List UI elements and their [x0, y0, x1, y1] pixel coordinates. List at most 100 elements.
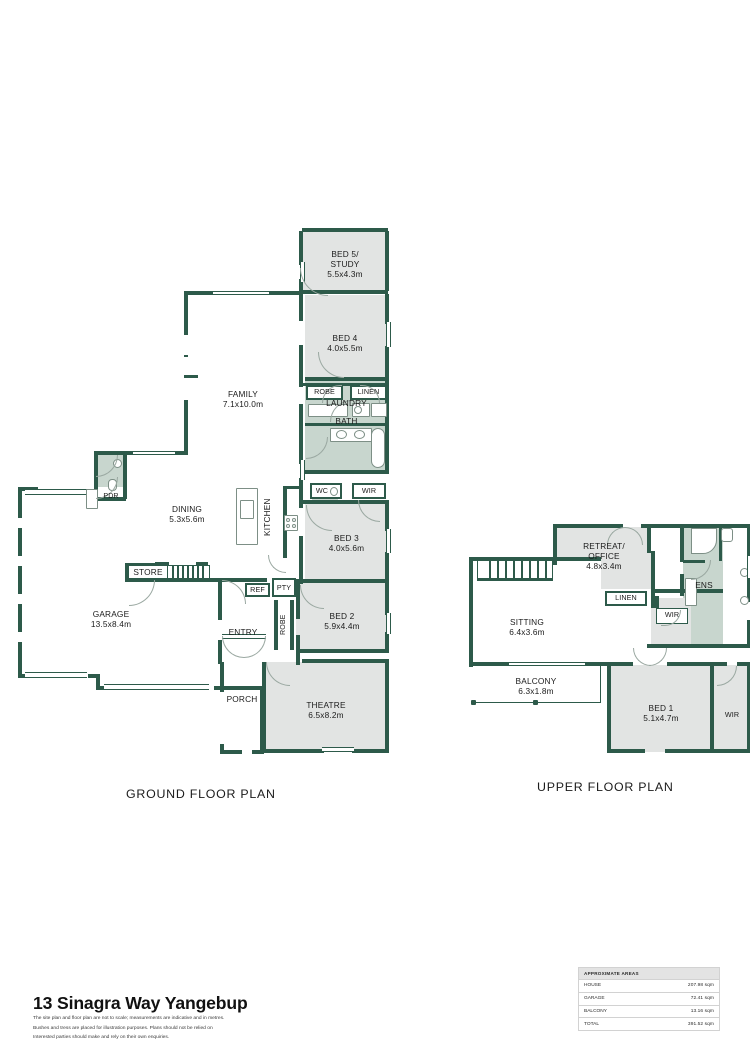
wall [218, 578, 222, 620]
window [747, 556, 750, 578]
wall [252, 750, 264, 754]
wall [651, 596, 659, 608]
ground-floor-plan: BED 5/ STUDY 5.5x4.3m BED 4 4.0x5.5m ROB… [0, 0, 420, 780]
wall [607, 662, 611, 752]
washer-drum-icon [354, 406, 362, 414]
wall [123, 451, 127, 499]
areas-table-header: APPROXIMATE AREAS [579, 968, 719, 980]
wall [477, 558, 553, 561]
wall [737, 662, 750, 666]
window [386, 529, 391, 553]
wall [220, 744, 224, 754]
wall [302, 659, 389, 663]
wall [385, 346, 389, 381]
wall [18, 528, 22, 556]
door-swing [649, 648, 667, 666]
wall [680, 574, 684, 596]
area-value: 391.52 sqm [687, 1021, 714, 1027]
wall [302, 228, 388, 232]
room-balcony [471, 665, 601, 703]
label-robe-2: ROBE [279, 614, 287, 636]
stair-tread [177, 565, 179, 579]
room-garage [20, 487, 220, 677]
wall [184, 400, 188, 455]
wall [299, 404, 303, 464]
wall [184, 375, 198, 378]
wall [214, 686, 222, 690]
caption-ground-floor: GROUND FLOOR PLAN [126, 787, 276, 801]
cooktop-icon [240, 500, 254, 519]
stair-tread [202, 565, 204, 579]
disclaimer-line-2: Bushes and tress are placed for illustra… [33, 1025, 213, 1031]
wall [299, 345, 303, 387]
area-label: HOUSE [584, 983, 602, 989]
area-value: 13.16 sqm [690, 1008, 714, 1014]
wall [184, 291, 188, 335]
wall [264, 749, 324, 753]
pty-box [272, 578, 296, 597]
wall [477, 578, 553, 581]
balcony-edge [471, 702, 601, 703]
toilet-icon [330, 487, 338, 496]
window [25, 672, 87, 678]
wall [747, 620, 750, 648]
table-row: HOUSE 207.98 sqm [579, 980, 719, 993]
wall [222, 686, 264, 690]
ref-box [245, 583, 270, 597]
wall [710, 665, 714, 753]
wall [683, 644, 750, 648]
bathtub-icon [371, 428, 385, 468]
wall [665, 749, 750, 753]
wall [469, 662, 509, 666]
approximate-areas-table: APPROXIMATE AREAS HOUSE 207.98 sqm GARAG… [578, 967, 720, 1032]
wall [220, 662, 224, 692]
wall [385, 583, 389, 615]
wall [607, 662, 633, 666]
wall [96, 497, 126, 501]
wall [18, 566, 22, 594]
wall [262, 662, 266, 752]
area-value: 72.41 sqm [690, 996, 714, 1002]
wall [215, 578, 267, 582]
room-bed1 [610, 665, 720, 752]
upper-floor-plan: RETREAT/ OFFICE 4.8x3.4m SITTING 6.4x3.6… [455, 0, 750, 780]
burner-icon [292, 518, 296, 522]
basin-icon [354, 430, 365, 439]
wall [469, 557, 473, 667]
balcony-edge [600, 666, 601, 702]
window [386, 613, 391, 634]
wall [747, 578, 750, 602]
wall [747, 527, 750, 557]
wall [303, 500, 389, 504]
wall [305, 423, 389, 426]
area-label: TOTAL [584, 1021, 600, 1027]
window [25, 489, 87, 495]
area-value: 207.98 sqm [687, 983, 714, 989]
shower-base [685, 578, 697, 606]
wall [651, 551, 655, 599]
area-label: BALCONY [584, 1008, 607, 1014]
table-row: BALCONY 13.16 sqm [579, 1006, 719, 1019]
wall [680, 527, 684, 562]
wall [220, 750, 242, 754]
stair-tread [537, 560, 539, 580]
stair-tread [182, 565, 184, 579]
wall [385, 662, 389, 752]
burner-icon [292, 524, 296, 528]
wall [299, 478, 303, 508]
wall [296, 649, 389, 653]
wall [352, 749, 389, 753]
table-row: TOTAL 391.52 sqm [579, 1018, 719, 1032]
wall [747, 665, 750, 753]
stair-tread [197, 565, 199, 579]
wall [583, 662, 611, 666]
basin-icon [336, 430, 347, 439]
wall [296, 579, 389, 583]
wall [184, 291, 214, 295]
window [133, 451, 175, 455]
wall [385, 552, 389, 582]
area-label: GARAGE [584, 996, 605, 1002]
disclaimer-text: The site plan and floor plan are not to … [33, 1014, 224, 1043]
stair-tread [497, 560, 499, 580]
wall [290, 600, 294, 650]
